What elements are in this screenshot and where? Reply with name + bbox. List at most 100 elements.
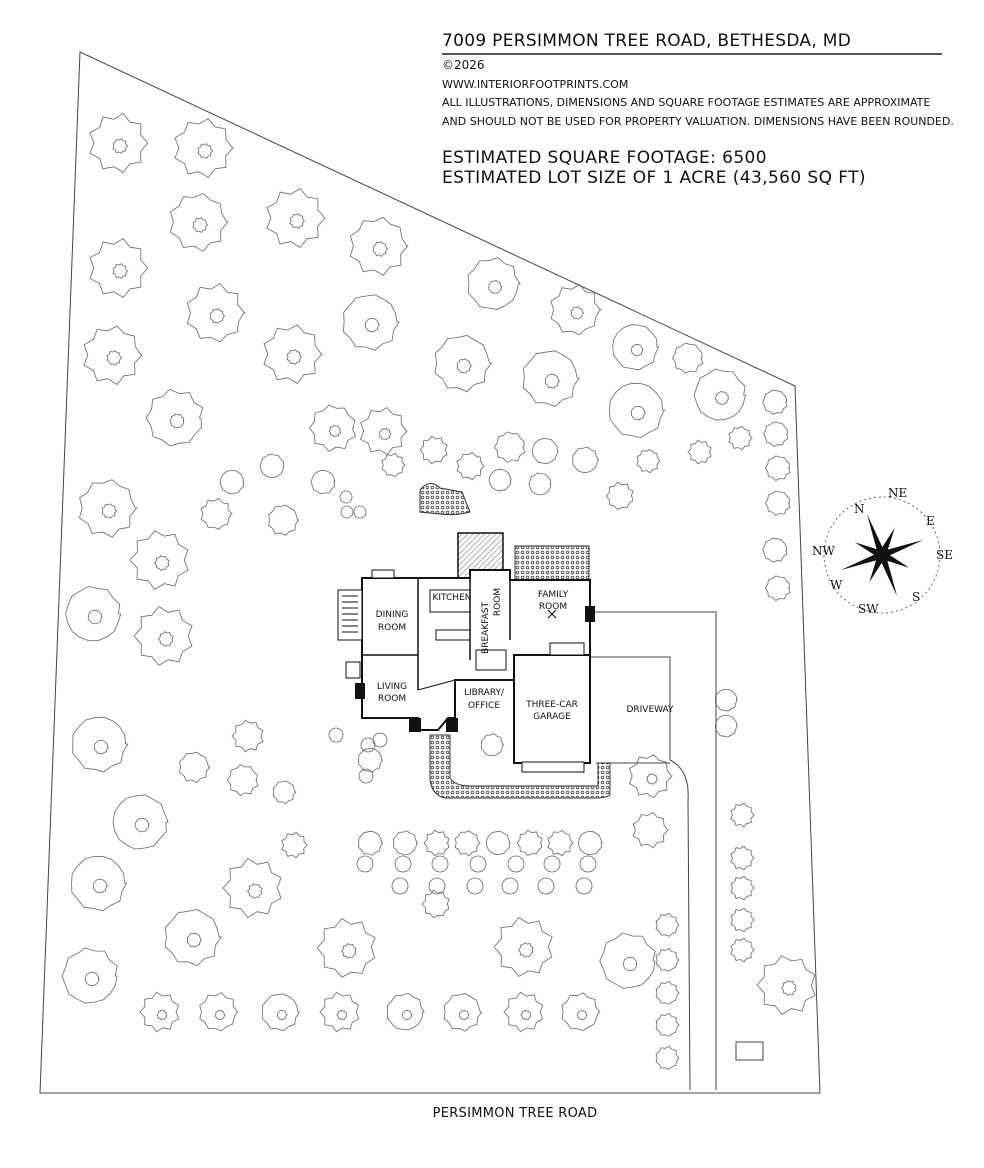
- tree-icon: [655, 947, 680, 972]
- tree-icon: [79, 479, 138, 538]
- library-office-label-2: OFFICE: [468, 701, 500, 711]
- tree-icon: [381, 452, 406, 478]
- compass-sw: SW: [858, 602, 879, 616]
- tree-icon: [547, 830, 574, 857]
- tree-detail-icon: [286, 349, 303, 365]
- tree-icon: [765, 490, 791, 516]
- tree-icon: [503, 991, 544, 1033]
- tree-icon: [272, 780, 297, 804]
- tree-detail-icon: [197, 143, 214, 159]
- tree-detail-icon: [630, 405, 646, 421]
- tree-icon: [488, 468, 512, 492]
- tree-icon: [186, 283, 246, 343]
- shrub-icon: [431, 855, 449, 873]
- tree-icon: [310, 469, 336, 495]
- tree-detail-icon: [456, 358, 473, 374]
- tree-icon: [561, 992, 601, 1031]
- shrub-icon: [353, 505, 367, 519]
- disclaimer-line-1: ALL ILLUSTRATIONS, DIMENSIONS AND SQUARE…: [442, 96, 931, 109]
- tree-detail-icon: [364, 317, 381, 333]
- tree-icon: [259, 453, 285, 479]
- family-room-label: FAMILY: [538, 590, 569, 600]
- library-office-label: LIBRARY/: [464, 688, 505, 698]
- tree-icon: [493, 916, 553, 977]
- website-link[interactable]: WWW.INTERIORFOOTPRINTS.COM: [442, 78, 629, 91]
- living-room-label-2: ROOM: [378, 694, 406, 704]
- tree-icon: [599, 932, 656, 989]
- tree-icon: [443, 993, 483, 1032]
- tree-icon: [421, 889, 450, 919]
- shrub-icon: [358, 768, 374, 784]
- tree-icon: [83, 325, 143, 386]
- tree-detail-icon: [570, 306, 585, 320]
- shrub-icon: [501, 877, 519, 895]
- tree-icon: [467, 257, 521, 310]
- tree-icon: [480, 733, 505, 757]
- tree-icon: [316, 917, 376, 978]
- shrub-icon: [507, 855, 525, 873]
- tree-icon: [133, 605, 193, 666]
- tree-icon: [72, 716, 129, 773]
- tree-icon: [672, 342, 704, 374]
- tree-detail-icon: [488, 280, 503, 294]
- tree-icon: [226, 764, 259, 797]
- tree-icon: [454, 830, 481, 857]
- tree-detail-icon: [328, 424, 342, 438]
- shrub-icon: [328, 727, 344, 743]
- tree-icon: [714, 715, 739, 738]
- tree-detail-icon: [92, 878, 108, 894]
- tree-icon: [393, 830, 419, 856]
- tree-icon: [387, 992, 425, 1031]
- driveway: [590, 611, 764, 1091]
- tree-detail-icon: [101, 503, 118, 519]
- tree-detail-icon: [289, 213, 305, 229]
- shrub-icon: [543, 855, 561, 873]
- tree-detail-icon: [112, 138, 129, 154]
- tree-icon: [112, 794, 169, 850]
- tree-icon: [139, 991, 180, 1033]
- square-footage: ESTIMATED SQUARE FOOTAGE: 6500: [442, 148, 767, 168]
- tree-icon: [693, 368, 747, 421]
- tree-icon: [629, 754, 673, 799]
- tree-icon: [714, 689, 739, 712]
- compass-star-shape: [840, 513, 924, 597]
- garage-label-2: GARAGE: [533, 712, 571, 722]
- tree-icon: [730, 845, 755, 871]
- tree-detail-icon: [544, 373, 561, 389]
- tree-icon: [89, 112, 149, 174]
- tree-detail-icon: [517, 942, 534, 958]
- tree-detail-icon: [341, 943, 357, 959]
- tree-icon: [532, 438, 559, 465]
- tree-icon: [219, 469, 245, 495]
- tree-detail-icon: [631, 343, 644, 357]
- shrub-icon: [339, 490, 353, 504]
- family-room-label-2: ROOM: [539, 602, 567, 612]
- tree-icon: [319, 991, 360, 1033]
- tree-icon: [281, 831, 308, 859]
- tree-icon: [687, 439, 712, 465]
- shrub-icon: [575, 877, 593, 895]
- compass-se: SE: [936, 548, 953, 562]
- tree-icon: [655, 980, 680, 1005]
- tree-icon: [358, 747, 384, 773]
- tree-icon: [222, 857, 282, 919]
- tree-icon: [65, 586, 122, 642]
- tree-detail-icon: [277, 1009, 288, 1021]
- tree-icon: [358, 830, 384, 856]
- tree-detail-icon: [209, 308, 226, 324]
- dining-room-label: DINING: [376, 610, 409, 620]
- tree-icon: [516, 829, 543, 856]
- tree-detail-icon: [577, 1009, 588, 1021]
- tree-detail-icon: [134, 817, 150, 833]
- kitchen-label: KITCHEN: [433, 593, 472, 603]
- disclaimer-line-2: AND SHOULD NOT BE USED FOR PROPERTY VALU…: [442, 115, 954, 128]
- tree-icon: [632, 812, 669, 849]
- tree-icon: [200, 497, 233, 530]
- tree-detail-icon: [378, 427, 392, 441]
- stone-walkway: [429, 734, 611, 799]
- tree-detail-icon: [84, 971, 100, 987]
- shrub-icon: [428, 877, 446, 895]
- tree-icon: [550, 284, 602, 336]
- tree-icon: [655, 1045, 680, 1070]
- tree-detail-icon: [715, 391, 730, 405]
